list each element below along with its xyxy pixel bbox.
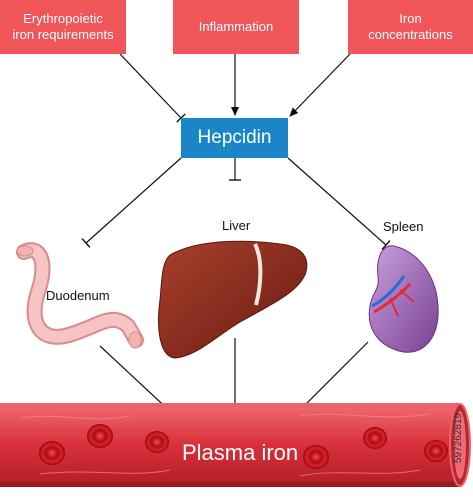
duodenum-illustration xyxy=(16,242,144,349)
liver-illustration xyxy=(158,240,308,359)
hepcidin-box: Hepcidin xyxy=(181,118,288,158)
spleen-illustration xyxy=(368,245,439,353)
liver-label: Liver xyxy=(222,218,251,233)
red-blood-cell xyxy=(424,440,448,462)
red-blood-cells xyxy=(39,424,448,469)
inflammation-box: Inflammation xyxy=(173,0,299,54)
erythropoietic-requirements-box: Erythropoietic iron requirements xyxy=(0,0,126,54)
spleen-label: Spleen xyxy=(383,219,424,234)
red-blood-cell xyxy=(303,445,329,469)
arrow-iron-to-hepcidin xyxy=(289,53,351,117)
iron-concentrations-box: Iron concentrations xyxy=(348,0,473,54)
inhibit-duodenum xyxy=(81,157,182,248)
duodenum-label: Duodenum xyxy=(46,288,110,303)
watermark-id: 597262819 xyxy=(453,412,464,463)
red-blood-cell xyxy=(39,441,65,465)
red-blood-cell xyxy=(363,427,387,449)
red-blood-cell xyxy=(87,424,113,448)
red-blood-cell xyxy=(145,431,169,453)
arrow-erythropoietic-to-hepcidin xyxy=(119,53,186,123)
plasma-iron-label: Plasma iron xyxy=(182,440,299,465)
inhibit-spleen xyxy=(287,157,391,250)
